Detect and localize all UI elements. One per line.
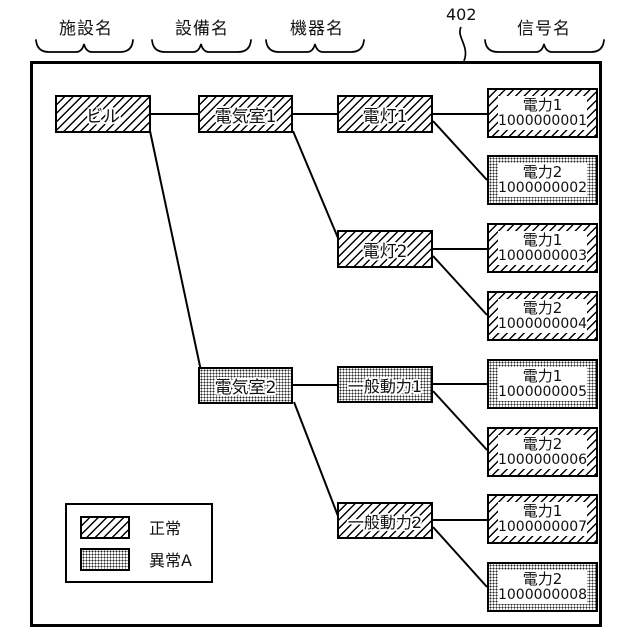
tree-node-general-power-2[interactable]: 一般動力2 <box>337 502 433 539</box>
tree-node-label: 電気室2 <box>214 378 277 398</box>
tree-node-label: 一般動力2 <box>347 512 423 532</box>
tree-node-label: 一般動力1 <box>347 376 423 396</box>
legend-row-abnormal: 異常A <box>80 547 211 571</box>
signal-name: 電力1 <box>522 367 563 386</box>
tree-node-label: 電気室1 <box>214 106 277 127</box>
legend-swatch-normal <box>80 515 130 539</box>
signal-box-6[interactable]: 電力2 1000000006 <box>487 427 598 477</box>
column-header-device: 機器名 <box>290 19 344 39</box>
signal-box-1[interactable]: 電力1 1000000001 <box>487 88 598 138</box>
column-header-equipment: 設備名 <box>175 19 229 39</box>
tree-node-electric-room-1[interactable]: 電気室1 <box>198 95 293 133</box>
legend-row-normal: 正常 <box>80 515 211 539</box>
legend-label: 異常A <box>149 551 192 570</box>
signal-name: 電力1 <box>522 231 563 250</box>
tree-node-light-2[interactable]: 電灯2 <box>337 230 433 268</box>
signal-id: 1000000006 <box>497 451 588 468</box>
signal-box-5[interactable]: 電力1 1000000005 <box>487 359 598 409</box>
figure-ref-leader-line <box>459 26 467 62</box>
signal-name: 電力2 <box>522 570 563 589</box>
brace-device <box>265 39 365 53</box>
signal-id: 1000000003 <box>497 247 588 264</box>
edge-light2-to-signal4 <box>432 255 488 316</box>
edge-eroom1-to-light2 <box>292 130 339 239</box>
brace-signal <box>484 39 605 53</box>
signal-name: 電力2 <box>522 435 563 454</box>
signal-id: 1000000001 <box>497 112 588 129</box>
edge-eroom2-to-power2 <box>293 401 339 517</box>
signal-box-2[interactable]: 電力2 1000000002 <box>487 155 598 205</box>
edge-power1-to-signal6 <box>432 390 488 451</box>
tree-edges <box>149 113 488 588</box>
signal-box-8[interactable]: 電力2 1000000008 <box>487 562 598 612</box>
signal-id: 1000000005 <box>497 383 588 400</box>
tree-node-label: 電灯1 <box>362 106 408 127</box>
edge-power2-to-signal8 <box>432 526 488 588</box>
legend-swatch-abnormal <box>80 547 130 571</box>
tree-node-label: 電灯2 <box>362 241 408 262</box>
legend-label: 正常 <box>149 519 182 538</box>
column-braces <box>35 39 605 53</box>
signal-name: 電力2 <box>522 299 563 318</box>
brace-equipment <box>151 39 252 53</box>
signal-name: 電力1 <box>522 502 563 521</box>
edge-light1-to-signal2 <box>432 120 488 181</box>
signal-id: 1000000007 <box>497 518 588 535</box>
signal-name: 電力1 <box>522 96 563 115</box>
figure-reference-number: 402 <box>446 5 477 24</box>
tree-node-electric-room-2[interactable]: 電気室2 <box>198 367 293 404</box>
signal-box-4[interactable]: 電力2 1000000004 <box>487 291 598 341</box>
diagram-frame <box>30 61 602 627</box>
signal-box-7[interactable]: 電力1 1000000007 <box>487 494 598 544</box>
signal-id: 1000000002 <box>497 179 588 196</box>
legend: 正常 異常A <box>65 503 213 583</box>
signal-id: 1000000008 <box>497 586 588 603</box>
tree-node-label: ビル <box>86 106 120 127</box>
tree-node-general-power-1[interactable]: 一般動力1 <box>337 366 433 403</box>
signal-name: 電力2 <box>522 163 563 182</box>
tree-node-light-1[interactable]: 電灯1 <box>337 95 433 133</box>
signal-box-3[interactable]: 電力1 1000000003 <box>487 223 598 273</box>
column-header-facility: 施設名 <box>59 19 113 39</box>
brace-facility <box>35 39 134 53</box>
tree-node-building[interactable]: ビル <box>55 95 151 133</box>
signal-id: 1000000004 <box>497 315 588 332</box>
column-header-signal: 信号名 <box>517 19 571 39</box>
edge-building-to-eroom2 <box>149 130 202 372</box>
